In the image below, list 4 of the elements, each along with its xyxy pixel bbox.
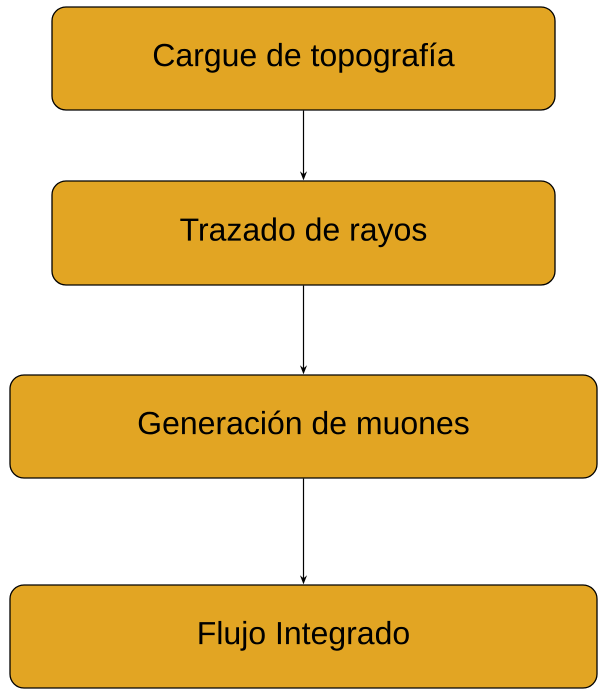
process-box: Cargue de topografía <box>51 6 556 111</box>
process-box: Trazado de rayos <box>51 180 556 286</box>
process-box: Generación de muones <box>9 374 598 479</box>
process-box: Flujo Integrado <box>9 584 598 689</box>
